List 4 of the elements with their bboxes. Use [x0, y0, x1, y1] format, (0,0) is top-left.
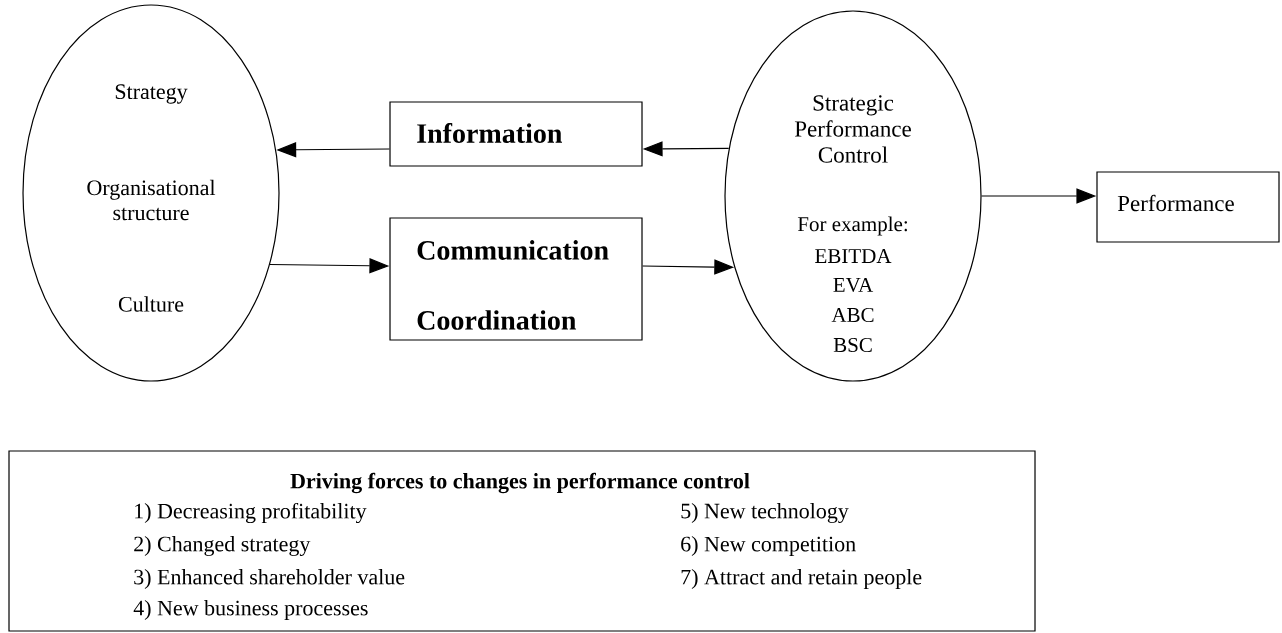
process-box: Information [389, 101, 643, 167]
list-box: Driving forces to changes in performance control 1) Decreasing profitability 2) Changed strategy 3) Enhanced shareholder value 4) New business processes 5) New technology 6) New competition 7) Attract and retain people [8, 450, 1036, 632]
process-box: Communication Coordination [389, 217, 643, 341]
result-box: Performance [1096, 171, 1280, 243]
